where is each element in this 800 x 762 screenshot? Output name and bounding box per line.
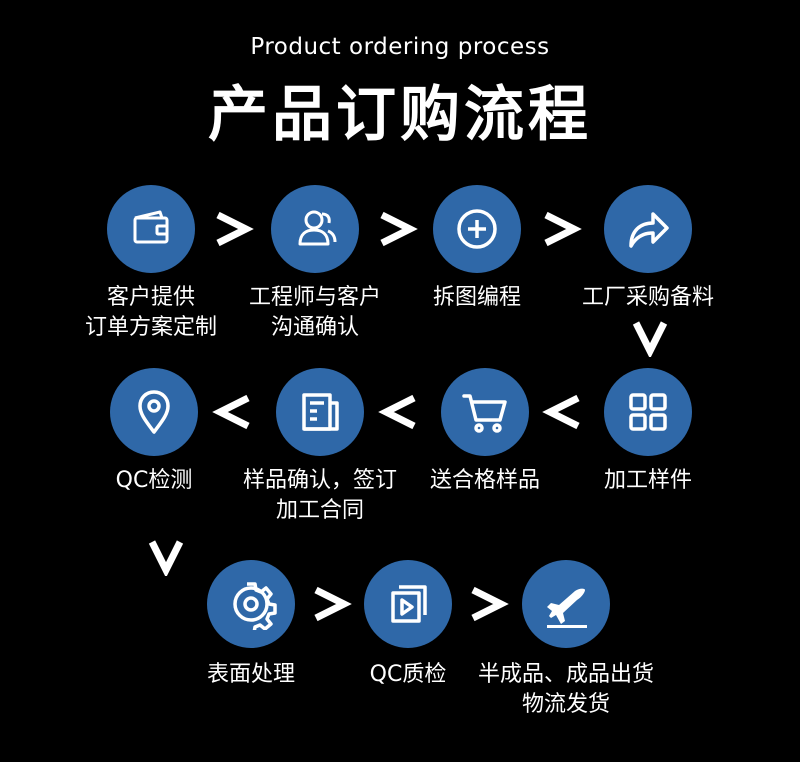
step-circle-engineer-confirm [271,185,359,273]
step-label-programming: 拆图编程 [432,285,521,310]
location-pin-icon [138,390,170,434]
arrow-right-icon [216,211,254,247]
step-label-sample-confirm: 样品确认，签订加工合同 [242,468,397,523]
grid-icon [629,393,667,431]
arrow-left-icon [212,394,250,430]
step-label-customer-order: 客户提供订单方案定制 [84,285,217,340]
arrow-right-icon [314,586,352,622]
step-circle-send-sample [441,368,529,456]
step-circle-surface-treatment [207,560,295,648]
step-label-qc-inspection: QC检测 [115,468,193,493]
arrow-right-icon [380,211,418,247]
wallet-icon [133,210,169,244]
play-square-icon [391,585,427,623]
page-title: 产品订购流程 [208,80,592,150]
arrow-right-icon [544,211,582,247]
step-circle-programming [433,185,521,273]
step-label-procurement: 工厂采购备料 [581,285,714,310]
step-circle-sample-confirm [276,368,364,456]
plus-circle-icon [457,209,497,249]
step-label-send-sample: 送合格样品 [429,468,540,493]
arrow-down-icon [148,540,184,576]
step-circle-customer-order [107,185,195,273]
step-circle-qc-quality [364,560,452,648]
arrow-left-icon [378,394,416,430]
users-icon [298,210,337,246]
step-label-engineer-confirm: 工程师与客户沟通确认 [248,285,381,340]
step-circle-processing-sample [604,368,692,456]
step-circle-procurement [604,185,692,273]
share-arrow-icon [629,212,669,248]
arrow-right-icon [471,586,509,622]
arrow-left-icon [542,394,580,430]
arrow-down-icon [632,321,668,357]
airplane-icon [547,588,587,628]
gear-icon [233,582,277,630]
step-label-qc-quality: QC质检 [369,662,447,687]
cart-icon [462,394,507,433]
step-label-shipping: 半成品、成品出货物流发货 [477,662,654,717]
document-icon [302,393,339,431]
step-circle-shipping [522,560,610,648]
step-label-processing-sample: 加工样件 [603,468,692,493]
page-subtitle: Product ordering process [250,34,550,60]
step-circle-qc-inspection [110,368,198,456]
step-label-surface-treatment: 表面处理 [206,662,295,687]
